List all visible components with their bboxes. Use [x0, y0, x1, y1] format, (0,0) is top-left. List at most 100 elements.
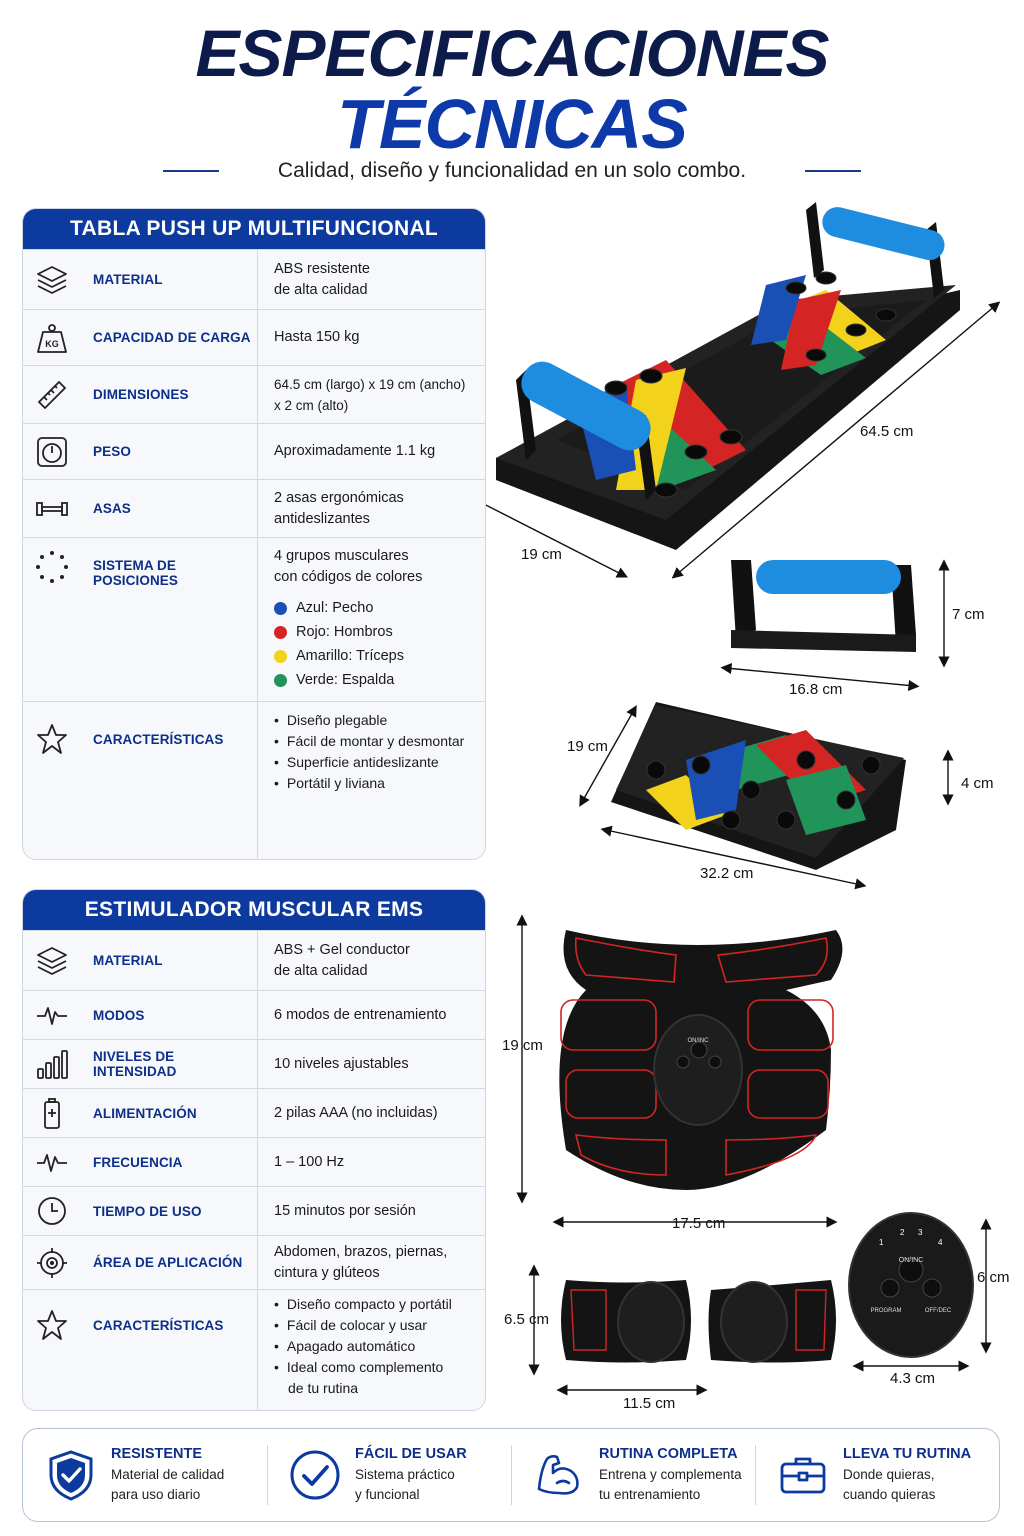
dim-board-length: 64.5 cm: [860, 423, 914, 440]
spec-row-dimensions: DIMENSIONES 64.5 cm (largo) x 19 cm (anc…: [23, 365, 485, 423]
spec-label: DIMENSIONES: [93, 387, 189, 402]
spec-value: 64.5 cm (largo) x 19 cm (ancho): [274, 376, 466, 392]
feature-desc: Entrena y complementa: [599, 1466, 742, 1482]
frequency-icon: [35, 1145, 69, 1179]
dim-board-width: 19 cm: [521, 546, 562, 563]
dim-controller-width: 4.3 cm: [890, 1370, 936, 1387]
spec-label: ÁREA DE APLICACIÓN: [93, 1255, 243, 1270]
feature-title: FÁCIL DE USAR: [355, 1445, 467, 1462]
page-title-line2: TÉCNICAS: [337, 85, 688, 163]
folded-board-image: [611, 702, 906, 870]
spec-label: SISTEMA DE POSICIONES: [93, 558, 179, 588]
subtitle-divider-left: [163, 170, 219, 172]
red-dot-icon: [274, 625, 287, 639]
feature-desc: Sistema práctico: [355, 1466, 455, 1482]
dim-handle-width: 16.8 cm: [789, 681, 843, 698]
feature-easy-use: FÁCIL DE USAR Sistema práctico y funcion…: [267, 1429, 511, 1521]
feature-desc: y funcional: [355, 1486, 420, 1502]
dim-folded-height: 4 cm: [961, 775, 994, 792]
spec-row-power: ALIMENTACIÓN 2 pilas AAA (no incluidas): [23, 1088, 485, 1137]
dim-arm-height: 6.5 cm: [504, 1311, 550, 1328]
spec-value: 1 – 100 Hz: [274, 1153, 345, 1170]
pushup-specs-panel: TABLA PUSH UP MULTIFUNCIONAL MATERIAL AB…: [22, 208, 486, 860]
spec-value: de alta calidad: [274, 281, 368, 298]
color-legend-item: Verde: Espalda: [274, 668, 485, 692]
spec-label: PESO: [93, 444, 131, 459]
feature-title: RUTINA COMPLETA: [599, 1445, 738, 1462]
color-legend-item: Amarillo: Tríceps: [274, 644, 485, 668]
blue-dot-icon: [274, 601, 287, 615]
pulse-icon: [35, 998, 69, 1032]
pushup-panel-title: TABLA PUSH UP MULTIFUNCIONAL: [23, 209, 485, 249]
feature-bullet: Superficie antideslizante: [274, 752, 485, 773]
layers-icon: [35, 263, 69, 297]
spec-row-usage-time: TIEMPO DE USO 15 minutos por sesión: [23, 1186, 485, 1235]
spec-row-positions: SISTEMA DE POSICIONES 4 grupos musculare…: [23, 537, 485, 701]
spec-row-application-area: ÁREA DE APLICACIÓN Abdomen, brazos, pier…: [23, 1235, 485, 1289]
feature-portable: LLEVA TU RUTINA Donde quieras, cuando qu…: [755, 1429, 999, 1521]
spec-value: Aproximadamente 1.1 kg: [274, 443, 436, 459]
target-icon: [35, 1246, 69, 1280]
svg-text:PROGRAM: PROGRAM: [870, 1308, 901, 1314]
star-icon: [35, 722, 69, 756]
spec-label: MATERIAL: [93, 953, 163, 968]
spec-value: con códigos de colores: [274, 569, 423, 585]
dim-folded-width: 19 cm: [567, 738, 608, 755]
handle-icon: [35, 492, 69, 526]
spec-value: 2 asas ergonómicas: [274, 489, 404, 506]
ems-specs-panel: ESTIMULADOR MUSCULAR EMS MATERIAL ABS + …: [22, 889, 486, 1411]
ems-on-label: ON/INC: [688, 1038, 710, 1044]
star-icon: [35, 1308, 69, 1342]
spec-value: x 2 cm (alto): [274, 397, 349, 413]
ems-controller-image: ON/INC 1 2 3 4 PROGRAM OFF/DEC: [848, 1212, 974, 1358]
color-legend-item: Azul: Pecho: [274, 596, 485, 620]
svg-text:4: 4: [938, 1238, 943, 1247]
ems-arm-pad-right-image: [708, 1280, 836, 1363]
dim-folded-length: 32.2 cm: [700, 865, 754, 882]
handle-image: [731, 560, 916, 652]
spec-row-features: CARACTERÍSTICAS Diseño compacto y portát…: [23, 1289, 485, 1410]
pushup-board-image: [496, 202, 960, 550]
color-legend-item: Rojo: Hombros: [274, 620, 485, 644]
spec-value: Abdomen, brazos, piernas,: [274, 1243, 448, 1260]
feature-desc: para uso diario: [111, 1486, 201, 1502]
spec-label: CAPACIDAD DE CARGA: [93, 330, 251, 345]
spec-label: FRECUENCIA: [93, 1154, 183, 1170]
dim-controller-height: 6 cm: [977, 1269, 1010, 1286]
ems-arm-pad-left-image: [561, 1280, 691, 1363]
spec-label: ASAS: [93, 501, 131, 516]
spec-label: ALIMENTACIÓN: [93, 1105, 197, 1121]
spec-label: CARACTERÍSTICAS: [93, 732, 224, 747]
feature-desc: Material de calidad: [111, 1466, 225, 1482]
spec-row-modes: MODOS 6 modos de entrenamiento: [23, 990, 485, 1039]
feature-bullet: Fácil de colocar y usar: [274, 1315, 485, 1336]
feature-resistant: RESISTENTE Material de calidad para uso …: [23, 1429, 267, 1521]
spec-value: 6 modos de entrenamiento: [274, 1006, 447, 1023]
feature-bullet: Fácil de montar y desmontar: [274, 731, 485, 752]
svg-text:KG: KG: [45, 339, 59, 349]
briefcase-icon: [777, 1449, 829, 1501]
check-circle-icon: [289, 1449, 341, 1501]
spec-label: MATERIAL: [93, 272, 163, 287]
spec-value: 4 grupos musculares: [274, 548, 409, 564]
clock-icon: [35, 1194, 69, 1228]
feature-bullet: Diseño plegable: [274, 710, 485, 731]
layers-icon: [35, 944, 69, 978]
spec-label: CARACTERÍSTICAS: [93, 1318, 224, 1333]
svg-text:3: 3: [918, 1228, 923, 1237]
spec-row-frequency: FRECUENCIA 1 – 100 Hz: [23, 1137, 485, 1186]
page-subtitle: Calidad, diseño y funcionalidad en un so…: [277, 159, 747, 182]
scale-icon: [35, 435, 69, 469]
feature-bullet: Diseño compacto y portátil: [274, 1294, 485, 1315]
dim-ems-height: 19 cm: [502, 1037, 543, 1054]
feature-bullet-continuation: de tu rutina: [288, 1380, 359, 1396]
spec-value: Hasta 150 kg: [274, 329, 360, 345]
spec-label: NIVELES DE INTENSIDAD: [93, 1049, 177, 1079]
spec-value: 15 minutos por sesión: [274, 1202, 416, 1219]
ems-abs-belt-image: ON/INC: [559, 930, 843, 1190]
spec-value: 10 niveles ajustables: [274, 1055, 409, 1072]
green-dot-icon: [274, 673, 287, 687]
